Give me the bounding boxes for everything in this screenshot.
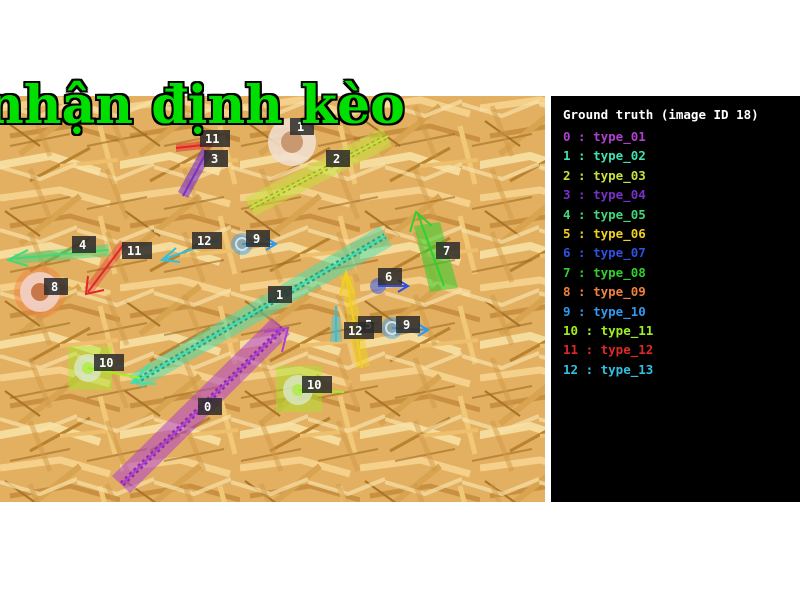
svg-text:12: 12 (348, 324, 362, 338)
legend-item: 7 : type_08 (563, 264, 646, 280)
svg-text:10: 10 (99, 356, 113, 370)
ground-truth-panel: Ground truth (image ID 18) 0 : type_01 1… (551, 96, 800, 502)
legend-item: 4 : type_05 (563, 206, 646, 222)
svg-text:8: 8 (51, 280, 58, 294)
legend-item: 10 : type_11 (563, 323, 654, 339)
legend-item: 3 : type_04 (563, 187, 646, 203)
label-1: 1 (268, 286, 292, 303)
svg-text:11: 11 (205, 132, 219, 146)
ground-truth-title: Ground truth (image ID 18) (563, 107, 759, 122)
label-12b: 12 (344, 322, 374, 339)
label-0: 0 (198, 398, 222, 415)
label-9b: 9 (396, 316, 420, 333)
detection-12b (330, 306, 342, 342)
label-10b: 10 (302, 376, 332, 393)
legend-item: 1 : type_02 (563, 148, 646, 164)
label-6: 6 (378, 268, 402, 285)
overlay-banner-text: nhận định kèo (0, 75, 405, 136)
svg-text:1: 1 (297, 120, 304, 134)
svg-text:3: 3 (211, 152, 218, 166)
svg-text:9: 9 (253, 232, 260, 246)
legend-item: 12 : type_13 (563, 361, 654, 377)
detection-2 (245, 128, 392, 216)
label-10a: 10 (94, 354, 124, 371)
detection-image: 0 1 2 3 4 5 6 7 8 9 9 10 10 11 11 12 12 … (0, 96, 545, 502)
svg-text:9: 9 (403, 318, 410, 332)
svg-text:11: 11 (127, 244, 141, 258)
legend-item: 9 : type_10 (563, 303, 646, 319)
svg-text:6: 6 (385, 270, 392, 284)
legend-item: 11 : type_12 (563, 342, 654, 358)
legend-item: 2 : type_03 (563, 167, 646, 183)
legend-item: 8 : type_09 (563, 284, 646, 300)
detection-1 (128, 226, 392, 388)
svg-text:0: 0 (204, 400, 211, 414)
label-4: 4 (72, 236, 96, 253)
ground-truth-list: 0 : type_01 1 : type_02 2 : type_03 3 : … (563, 127, 653, 379)
label-9a: 9 (246, 230, 270, 247)
detection-11b (84, 240, 128, 296)
svg-text:10: 10 (307, 378, 321, 392)
svg-text:7: 7 (443, 244, 450, 258)
svg-text:4: 4 (79, 238, 86, 252)
legend-item: 0 : type_01 (563, 129, 646, 144)
label-7: 7 (436, 242, 460, 259)
label-3: 3 (204, 150, 228, 167)
label-top-nut: 1 (290, 118, 314, 135)
label-12a: 12 (192, 232, 222, 249)
legend-item: 6 : type_07 (563, 245, 646, 261)
svg-text:1: 1 (276, 288, 283, 302)
detection-3 (178, 148, 212, 198)
svg-text:12: 12 (197, 234, 211, 248)
label-2: 2 (326, 150, 350, 167)
label-11b: 11 (122, 242, 152, 259)
label-8: 8 (44, 278, 68, 295)
svg-text:2: 2 (333, 152, 340, 166)
legend-item: 5 : type_06 (563, 226, 646, 242)
label-11a: 11 (200, 130, 230, 147)
